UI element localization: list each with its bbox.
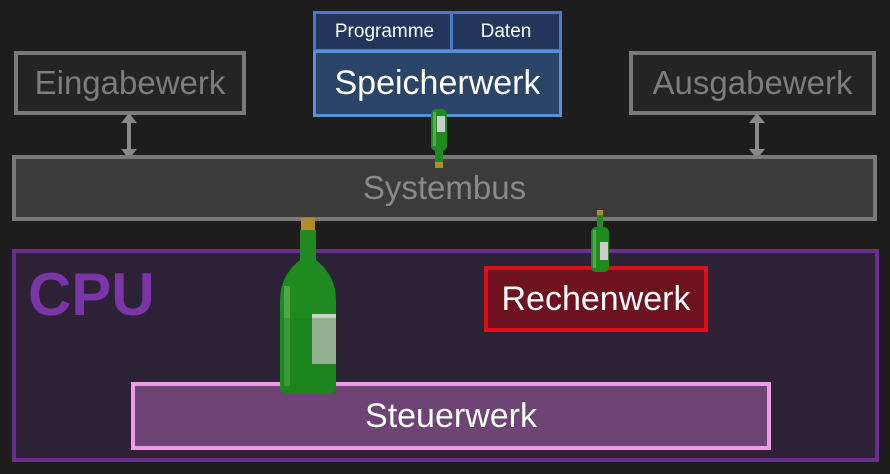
systembus-label: Systembus xyxy=(362,169,527,206)
programme-label: Programme xyxy=(334,20,435,42)
programme-tab: Programme xyxy=(313,11,453,52)
systembus-box: Systembus xyxy=(12,155,877,221)
ausgabewerk-box: Ausgabewerk xyxy=(629,51,876,115)
rechenwerk-box: Rechenwerk xyxy=(484,266,708,332)
double-arrow-icon xyxy=(121,113,137,159)
rechenwerk-label: Rechenwerk xyxy=(501,279,691,318)
double-arrow-icon xyxy=(749,113,765,159)
eingabewerk-box: Eingabewerk xyxy=(14,51,246,115)
speicherwerk-label: Speicherwerk xyxy=(334,64,541,102)
bottle-icon xyxy=(591,210,609,272)
daten-label: Daten xyxy=(480,20,532,42)
bottle-icon xyxy=(280,218,336,394)
cpu-label: CPU xyxy=(28,261,155,328)
daten-tab: Daten xyxy=(450,11,562,52)
steuerwerk-label: Steuerwerk xyxy=(365,396,537,435)
steuerwerk-box: Steuerwerk xyxy=(131,382,771,450)
bottle-icon xyxy=(431,109,447,168)
speicherwerk-box: Speicherwerk xyxy=(313,50,562,117)
eingabewerk-label: Eingabewerk xyxy=(34,64,226,101)
ausgabewerk-label: Ausgabewerk xyxy=(652,64,853,101)
